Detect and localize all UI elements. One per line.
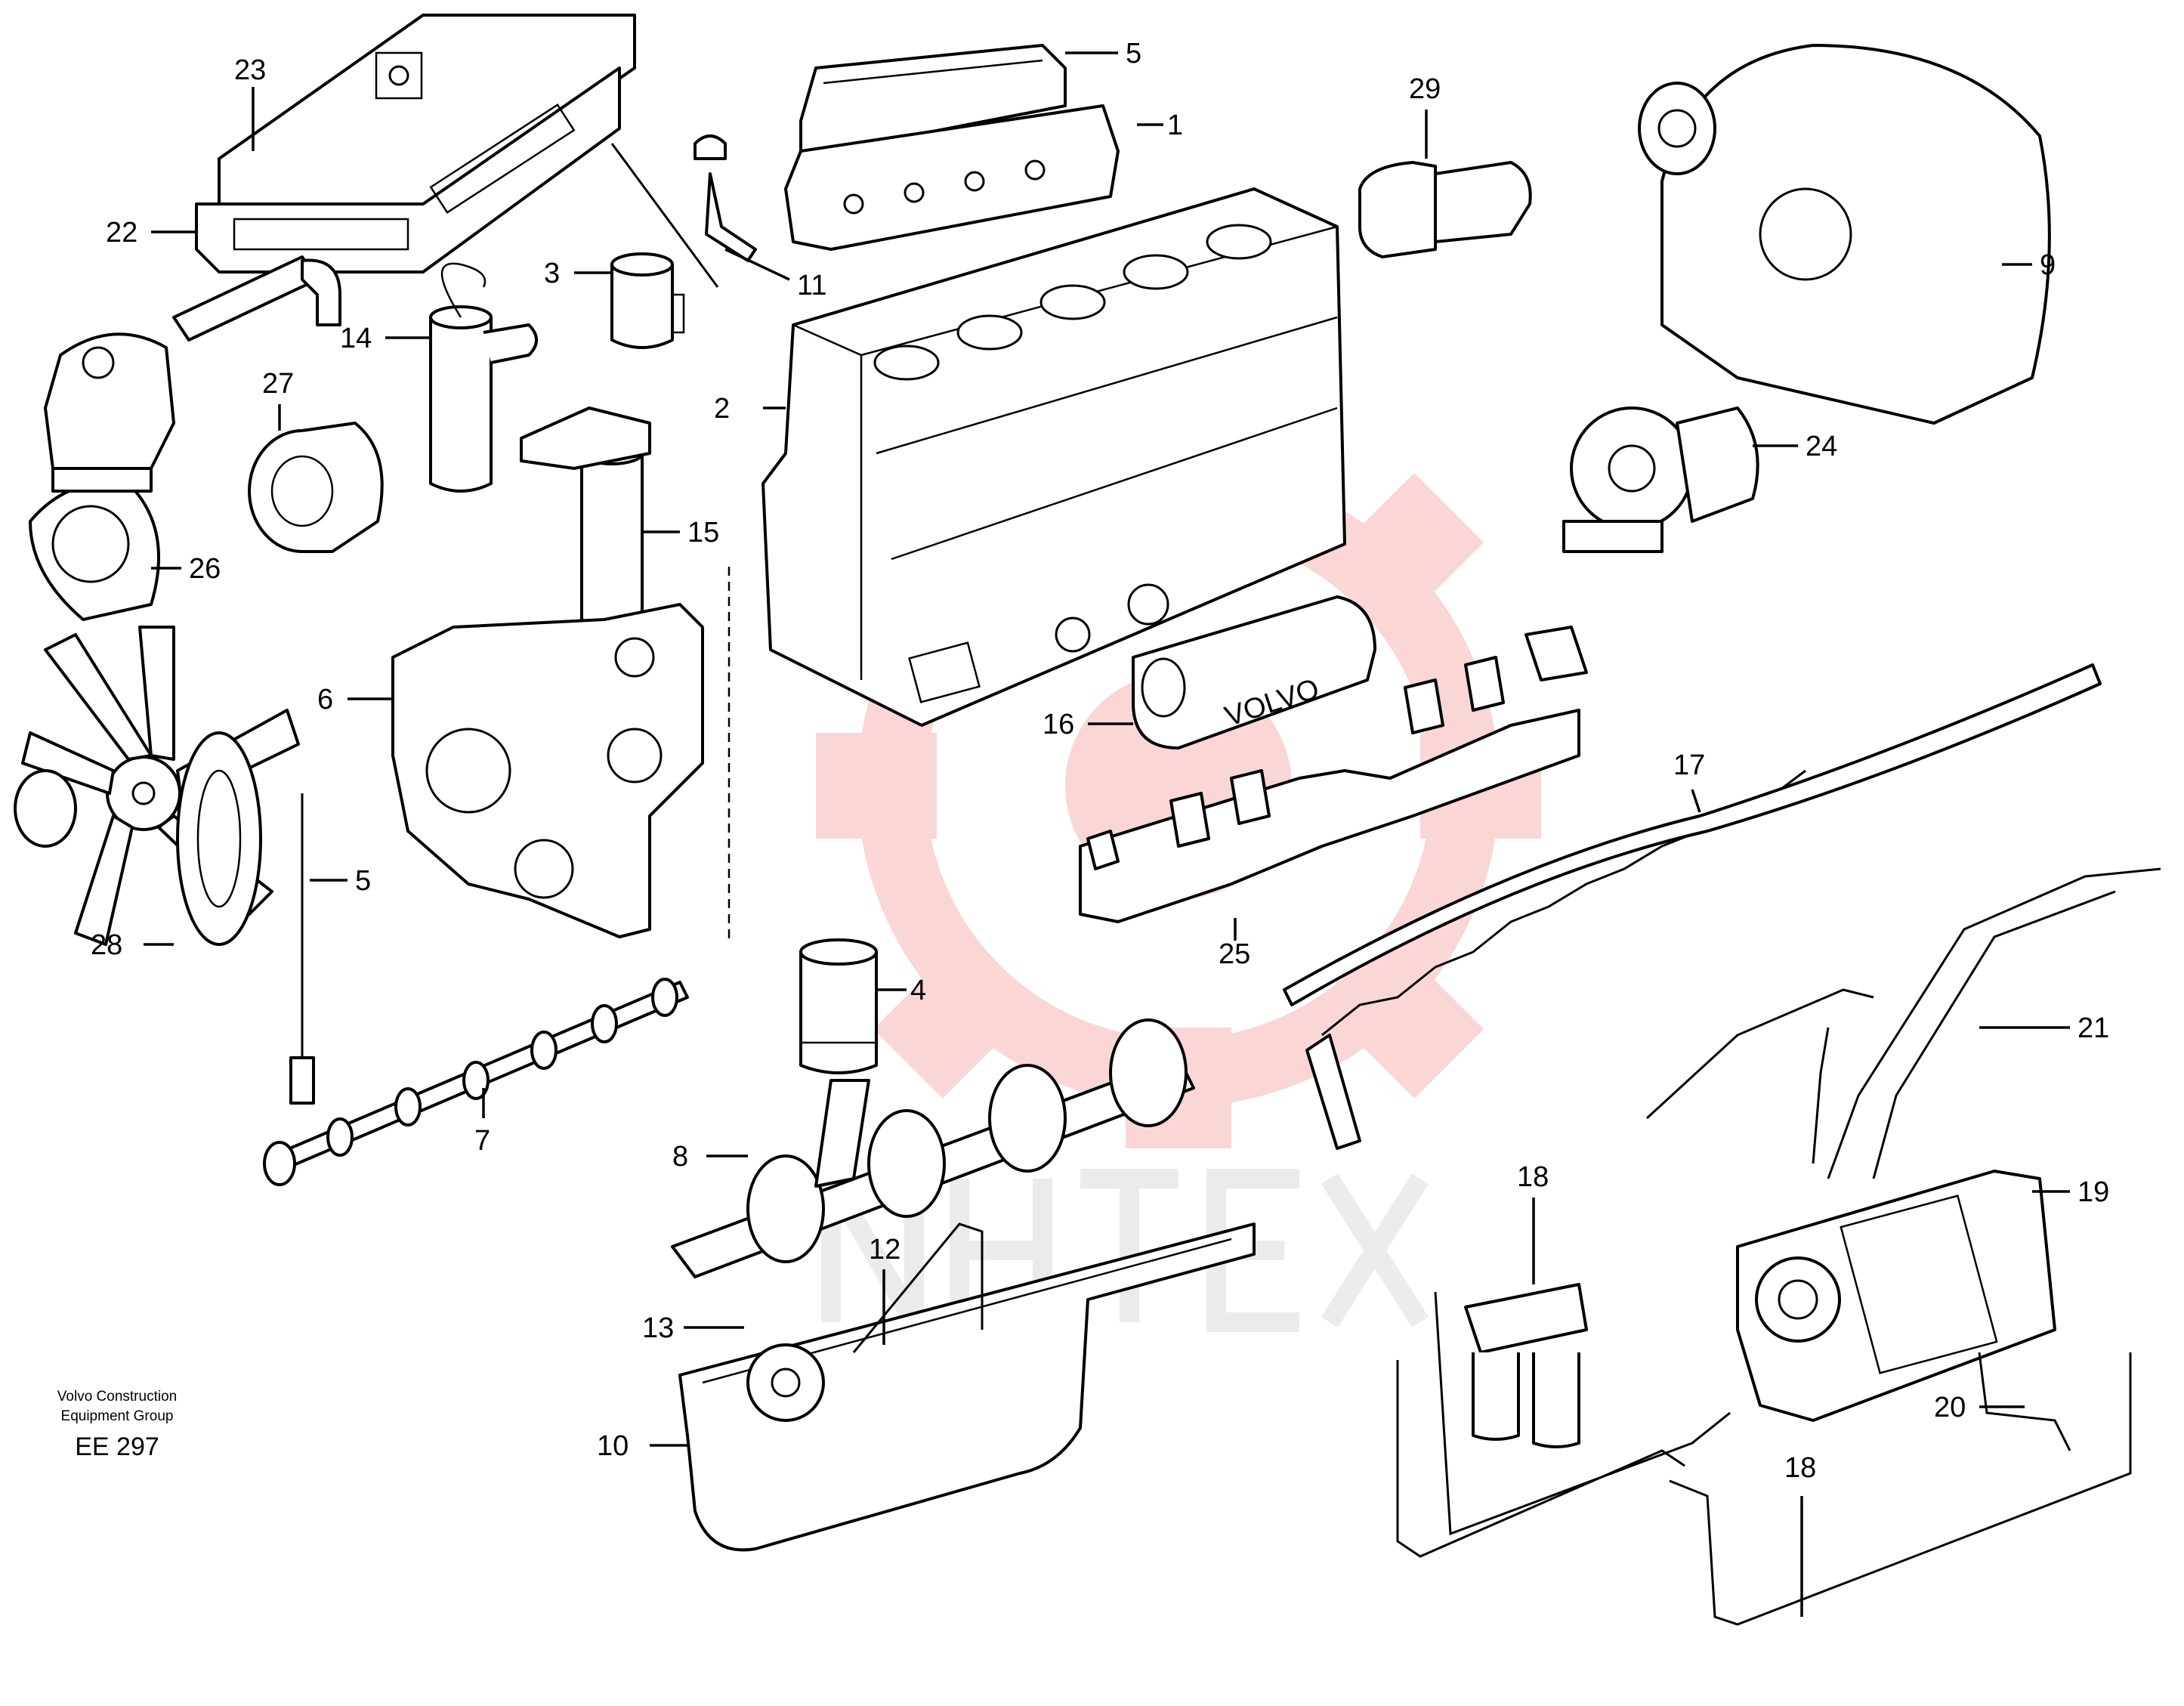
callout-17: 17 — [1673, 749, 1705, 781]
water-pump-housing-26 — [29, 255, 341, 621]
callout-2: 2 — [714, 393, 730, 425]
engine-block-2 — [761, 187, 1346, 727]
turbocharger-24 — [1562, 406, 1759, 553]
leader-lines — [144, 51, 2070, 1617]
callout-12: 12 — [869, 1234, 900, 1266]
oil-pipe-12 — [852, 1222, 984, 1353]
injector-pipes-17 — [1283, 663, 2102, 1150]
callout-25: 25 — [1219, 938, 1250, 970]
callout-18a: 18 — [1517, 1161, 1549, 1193]
callout-27: 27 — [262, 368, 294, 400]
fuel-pipe-20 — [1978, 1352, 2071, 1451]
callout-labels: 1 2 3 4 5 5 6 7 8 9 10 11 12 13 14 15 16… — [91, 38, 2109, 1484]
exhaust-manifold-25 — [1079, 626, 1588, 923]
callout-29: 29 — [1409, 73, 1441, 105]
oil-pump-13 — [746, 1343, 825, 1422]
callout-13: 13 — [642, 1312, 674, 1344]
callout-15: 15 — [687, 517, 719, 549]
leader-11 — [724, 248, 790, 281]
fuel-filter-18 — [1464, 1283, 1588, 1448]
starter-29 — [1358, 161, 1532, 258]
intake-cover-23 — [195, 14, 636, 274]
callout-22: 22 — [106, 217, 137, 249]
callout-9: 9 — [2040, 249, 2056, 281]
callout-28: 28 — [91, 929, 122, 961]
timing-cover-6 — [391, 603, 704, 938]
cylinder-head-1 — [784, 104, 1120, 251]
push-rod-5 — [289, 793, 315, 1105]
piston-4 — [799, 938, 878, 1074]
callout-20: 20 — [1934, 1392, 1966, 1423]
filter-15 — [520, 406, 651, 629]
camshaft-7 — [263, 978, 689, 1186]
callout-4: 4 — [910, 975, 926, 1006]
callout-6: 6 — [317, 684, 333, 715]
callout-26: 26 — [189, 553, 221, 585]
callout-21: 21 — [2077, 1012, 2109, 1044]
pump-27 — [248, 422, 384, 553]
credit-code: EE 297 — [75, 1432, 159, 1461]
credit-line-1: Volvo Construction — [57, 1389, 178, 1405]
fan-28 — [14, 626, 300, 946]
injection-pump-19 — [1736, 1170, 2056, 1422]
callout-19: 19 — [2077, 1176, 2109, 1208]
filter-housing-3 — [610, 252, 685, 349]
callout-1: 1 — [1167, 110, 1183, 141]
callout-8: 8 — [672, 1141, 688, 1173]
dipstick-11 — [610, 134, 757, 288]
callout-7: 7 — [474, 1125, 490, 1157]
callout-16: 16 — [1043, 709, 1074, 740]
fuel-pipes-18 — [1396, 1291, 2132, 1626]
callout-11: 11 — [797, 270, 826, 301]
callout-3: 3 — [544, 258, 560, 289]
callout-24: 24 — [1806, 431, 1837, 462]
callout-23: 23 — [234, 54, 266, 86]
fuel-lines-21 — [1645, 867, 2161, 1179]
credit-line-2: Equipment Group — [60, 1408, 174, 1424]
filter-14 — [429, 262, 538, 493]
callout-5a: 5 — [1126, 38, 1141, 70]
callout-10: 10 — [597, 1430, 629, 1462]
crankshaft-8 — [671, 1018, 1195, 1278]
flywheel-housing-9 — [1638, 44, 2051, 425]
callout-5b: 5 — [355, 865, 371, 897]
leader-17 — [1691, 789, 1701, 813]
callout-18b: 18 — [1784, 1452, 1816, 1484]
callout-14: 14 — [340, 323, 372, 354]
